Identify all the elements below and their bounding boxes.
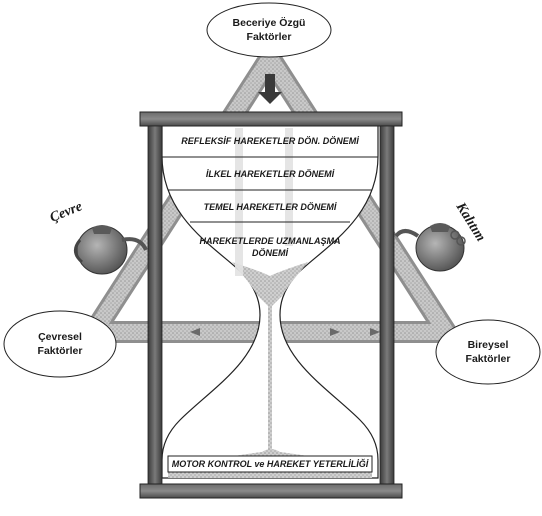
stage-label-4b: DÖNEMİ	[252, 248, 288, 258]
hourglass-frame	[139, 111, 403, 499]
stage-labels: REFLEKSİF HAREKETLER DÖN. DÖNEMİ İLKEL H…	[181, 136, 359, 258]
right-jug-icon	[394, 223, 466, 272]
motor-control-label: MOTOR KONTROL ve HAREKET YETERLİLİĞİ	[172, 458, 369, 469]
stage-label-3: TEMEL HAREKETLER DÖNEMİ	[204, 202, 337, 212]
motor-control-box: MOTOR KONTROL ve HAREKET YETERLİLİĞİ	[167, 455, 373, 473]
left-oval-line1: Çevresel	[38, 331, 82, 343]
stage-dividers	[162, 156, 378, 223]
left-jug-icon	[74, 225, 148, 275]
left-oval-line2: Faktörler	[38, 345, 83, 357]
right-oval: Bireysel Faktörler	[435, 319, 541, 385]
right-oval-line2: Faktörler	[466, 353, 511, 365]
top-oval-line2: Faktörler	[247, 31, 292, 43]
left-oval: Çevresel Faktörler	[3, 310, 117, 378]
stage-label-2: İLKEL HAREKETLER DÖNEMİ	[206, 169, 335, 179]
stage-label-4a: HAREKETLERDE UZMANLAŞMA	[200, 236, 341, 246]
down-arrow-icon	[258, 74, 282, 104]
top-oval-line1: Beceriye Özgü	[233, 16, 306, 29]
top-oval: Beceriye Özgü Faktörler	[206, 2, 332, 58]
environment-label: Çevre	[48, 199, 85, 225]
stage-label-1: REFLEKSİF HAREKETLER DÖN. DÖNEMİ	[181, 136, 359, 146]
right-oval-line1: Bireysel	[468, 339, 509, 351]
